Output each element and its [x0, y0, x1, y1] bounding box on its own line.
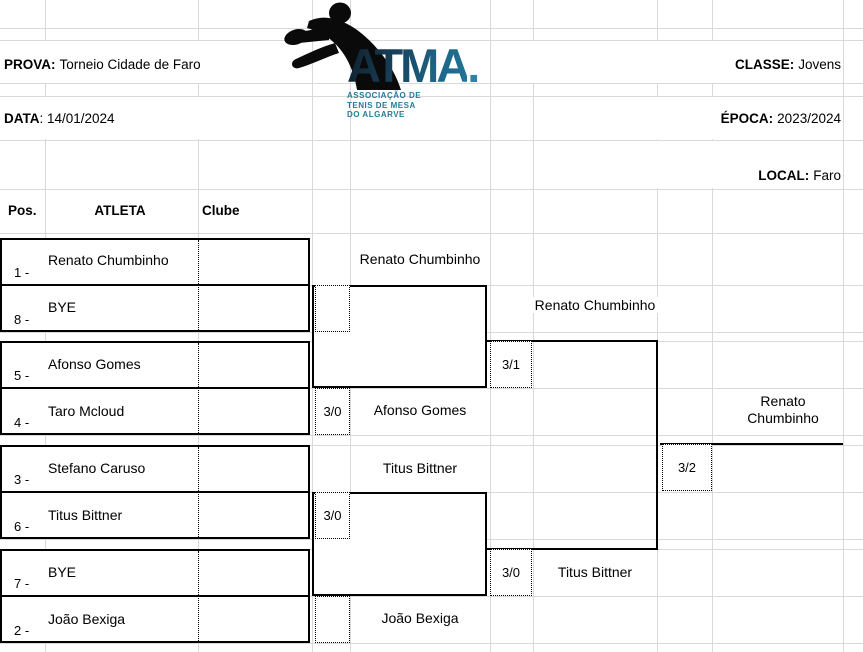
merged-cell-epoca	[534, 97, 843, 139]
match-box-1v8	[0, 238, 310, 332]
epoca-label: ÉPOCA:	[720, 111, 774, 126]
table-tennis-player-icon	[284, 2, 401, 90]
local-value: Faro	[813, 168, 841, 183]
atma-wordmark: ATMA.	[347, 39, 480, 92]
round2-winner-bottom2: João Bexiga	[373, 610, 467, 626]
score-cell-match-7v2	[315, 596, 350, 643]
pos-label: 2 -	[14, 623, 30, 638]
prova-value: Torneio Cidade de Faro	[59, 57, 201, 72]
match-separator	[0, 595, 310, 597]
prova-label: PROVA:	[4, 57, 56, 72]
data-value: : 14/01/2024	[39, 111, 115, 126]
clube-column-separator	[198, 551, 199, 641]
score-cell-match-1v8	[315, 285, 350, 332]
score-cell-final: 3/2	[662, 444, 712, 491]
player-name: BYE	[48, 564, 77, 580]
clube-column-separator	[198, 343, 199, 433]
atma-subtitle-line2: TENIS DE MESA	[347, 100, 416, 110]
score-cell-match-5v4: 3/0	[315, 388, 350, 435]
column-header-atleta: ATLETA	[94, 203, 146, 218]
round2-winner-bottom1: Titus Bittner	[374, 460, 466, 476]
match-separator	[0, 284, 310, 286]
pos-label: 3 -	[14, 472, 30, 487]
score-cell-match-3v6: 3/0	[315, 492, 350, 539]
data-label: DATA	[4, 111, 40, 126]
pos-label: 6 -	[14, 519, 30, 534]
player-name: Titus Bittner	[48, 507, 123, 523]
epoca-value: 2023/2024	[777, 111, 841, 126]
pos-label: 7 -	[14, 576, 30, 591]
player-name: Stefano Caruso	[48, 460, 146, 476]
merged-cell-data	[0, 97, 283, 139]
player-name: Afonso Gomes	[48, 356, 141, 372]
round2-winner-top1: Renato Chumbinho	[351, 251, 489, 267]
pos-label: 5 -	[14, 368, 30, 383]
player-name: BYE	[48, 299, 77, 315]
score-cell-semifinal-top: 3/1	[490, 341, 532, 388]
player-name: João Bexiga	[48, 611, 126, 627]
local-line: LOCAL:Faro	[758, 168, 841, 183]
pos-label: 1 -	[14, 265, 30, 280]
prova-line: PROVA:Torneio Cidade de Faro	[4, 57, 201, 72]
round2-winner-top2: Afonso Gomes	[365, 402, 475, 418]
clube-column-separator	[198, 447, 199, 537]
atma-logo: ATMA. ASSOCIAÇÃO DE TENIS DE MESA DO ALG…	[283, 2, 513, 126]
clube-column-separator	[198, 240, 199, 330]
atma-wordmark-dot: .	[467, 39, 480, 92]
epoca-line: ÉPOCA:2023/2024	[721, 111, 841, 126]
player-name: Taro Mcloud	[48, 403, 125, 419]
match-box-7v2	[0, 549, 310, 643]
pos-label: 4 -	[14, 415, 30, 430]
semifinal-winner-bottom: Titus Bittner	[549, 564, 641, 580]
atma-subtitle-line1: ASSOCIAÇÃO DE	[347, 91, 422, 100]
final-connector-line	[656, 340, 658, 550]
data-line: DATA: 14/01/2024	[4, 111, 115, 126]
match-separator	[0, 491, 310, 493]
classe-value: Jovens	[798, 57, 841, 72]
semifinal-winner-top: Renato Chumbinho	[526, 297, 664, 313]
player-name: Renato Chumbinho	[48, 252, 169, 268]
match-box-3v6	[0, 445, 310, 539]
semifinal-top-line	[487, 340, 657, 342]
final-winner: Renato Chumbinho	[729, 393, 837, 427]
atma-subtitle: ASSOCIAÇÃO DE TENIS DE MESA DO ALGARVE	[347, 91, 421, 120]
merged-cell-classe	[520, 41, 843, 83]
classe-label: CLASSE:	[734, 57, 795, 72]
column-header-pos: Pos.	[8, 203, 37, 218]
score-cell-semifinal-bottom: 3/0	[490, 549, 532, 596]
final-winner-line	[660, 443, 843, 445]
atma-subtitle-line3: DO ALGARVE	[347, 110, 405, 119]
classe-line: CLASSE:Jovens	[735, 57, 841, 72]
local-label: LOCAL:	[758, 168, 810, 183]
merged-cell-prova	[0, 41, 283, 83]
atma-wordmark-text: ATMA	[347, 39, 470, 92]
match-separator	[0, 387, 310, 389]
merged-cell-local	[534, 141, 843, 188]
match-box-5v4	[0, 341, 310, 435]
column-header-clube: Clube	[202, 203, 240, 218]
pos-label: 8 -	[14, 312, 30, 327]
semifinal-bottom-line	[487, 548, 657, 550]
